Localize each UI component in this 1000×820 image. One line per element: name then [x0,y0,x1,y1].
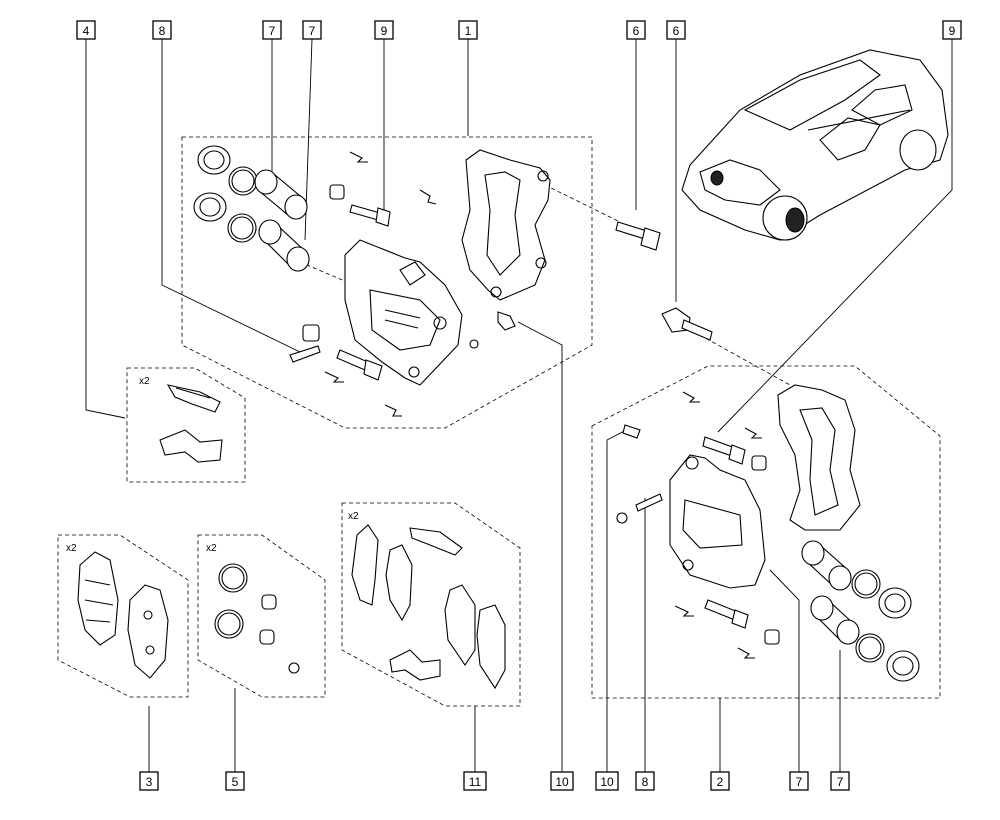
svg-text:10: 10 [555,775,569,789]
callout-11-bottom[interactable]: 11 [463,771,487,791]
seal-ring-icon[interactable] [193,192,227,222]
seal-ring-icon[interactable] [228,166,258,196]
spring-clip-icon[interactable] [159,429,223,463]
brake-pad-icon[interactable] [385,544,413,622]
bolt-icon[interactable] [615,221,661,251]
spring-clip-icon[interactable] [166,384,221,413]
callout-6a-top[interactable]: 6 [626,20,646,40]
callout-4-top[interactable]: 4 [76,20,96,40]
callout-2-bottom[interactable]: 2 [710,771,730,791]
svg-text:6: 6 [673,24,680,38]
bolt-icon[interactable] [349,204,391,227]
callout-9-right[interactable]: 9 [942,20,962,40]
seal-ring-icon[interactable] [227,213,257,243]
spring-clip-icon [384,404,402,417]
bolt-icon[interactable] [497,311,516,331]
bolt-icon[interactable] [302,324,320,342]
spring-clip-icon [737,647,755,659]
callout-8-top[interactable]: 8 [152,20,172,40]
spring-clip-icon [324,371,344,383]
callout-7b-bottom[interactable]: 7 [830,771,850,791]
washer-icon [288,662,300,674]
brake-pad-icon[interactable] [77,551,119,646]
caliper-carrier-icon[interactable] [461,149,551,301]
qty-pad-set: x2 [66,543,77,554]
piston-icon[interactable] [254,169,308,220]
qty-pad-clip-kit: x2 [348,511,359,522]
brake-pad-icon[interactable] [444,584,476,666]
bolt-icon[interactable] [289,345,321,363]
seal-ring-icon[interactable] [855,633,885,663]
bolt-icon[interactable] [329,184,345,200]
brake-pad-icon[interactable] [476,604,506,690]
bolt-icon[interactable] [704,599,749,629]
spring-clip-icon[interactable] [409,527,463,556]
callout-3-bottom[interactable]: 3 [139,771,159,791]
seal-ring-icon[interactable] [197,145,231,175]
qty-seal-kit: x2 [206,543,217,554]
spring-clip-icon [349,151,368,163]
callout-1-top[interactable]: 1 [458,20,478,40]
seal-ring-icon[interactable] [878,587,912,619]
svg-text:2: 2 [717,775,724,789]
svg-text:9: 9 [381,24,388,38]
svg-text:7: 7 [837,775,844,789]
svg-text:9: 9 [949,24,956,38]
svg-text:10: 10 [600,775,614,789]
callout-7a-top[interactable]: 7 [262,20,282,40]
qty-clip-kit: x2 [139,376,150,387]
brake-pad-icon[interactable] [351,524,379,606]
washer-icon [469,339,479,349]
callout-7a-bottom[interactable]: 7 [789,771,809,791]
bolt-icon[interactable] [635,493,663,512]
group-outlines [57,136,941,707]
bolt-icon[interactable] [764,629,780,645]
caliper-carrier-icon[interactable] [777,384,861,531]
spring-clip-icon [682,391,700,403]
piston-icon[interactable] [801,540,852,591]
svg-text:8: 8 [159,24,166,38]
bolt-icon[interactable] [661,307,713,341]
seal-ring-icon[interactable] [214,609,244,639]
seal-ring-icon[interactable] [851,569,881,599]
suv-vehicle-icon [681,49,949,241]
svg-text:11: 11 [469,775,482,789]
spring-clip-icon[interactable] [389,649,441,681]
bolt-icon[interactable] [259,629,275,645]
seal-ring-icon[interactable] [886,650,920,682]
svg-text:8: 8 [642,775,649,789]
bolt-icon[interactable] [751,455,767,471]
brake-caliper-icon[interactable] [344,239,463,386]
spring-clip-icon [674,605,694,617]
svg-text:3: 3 [146,775,153,789]
svg-text:4: 4 [83,24,90,38]
svg-text:7: 7 [796,775,803,789]
spring-clip-icon [419,189,437,205]
callout-7b-top[interactable]: 7 [302,20,322,40]
svg-text:1: 1 [465,24,472,38]
washer-icon [616,512,628,524]
leader-lines [85,38,953,772]
bolt-icon[interactable] [261,594,277,610]
brake-caliper-icon[interactable] [669,454,766,589]
callout-10b-bottom[interactable]: 10 [595,771,619,791]
callout-8-bottom[interactable]: 8 [635,771,655,791]
bolt-icon[interactable] [702,436,746,465]
piston-icon[interactable] [258,219,310,272]
bolt-icon[interactable] [622,424,641,439]
svg-text:6: 6 [633,24,640,38]
callout-10-bottom[interactable]: 10 [550,771,574,791]
spring-clip-icon [744,427,762,439]
brake-pad-icon[interactable] [127,584,169,679]
callout-9-top[interactable]: 9 [374,20,394,40]
bolt-icon[interactable] [336,349,383,381]
seal-ring-icon[interactable] [218,563,248,593]
piston-icon[interactable] [810,595,860,645]
svg-text:7: 7 [269,24,276,38]
callout-6b-top[interactable]: 6 [666,20,686,40]
svg-text:5: 5 [232,775,239,789]
callout-5-bottom[interactable]: 5 [225,771,245,791]
svg-text:7: 7 [309,24,316,38]
